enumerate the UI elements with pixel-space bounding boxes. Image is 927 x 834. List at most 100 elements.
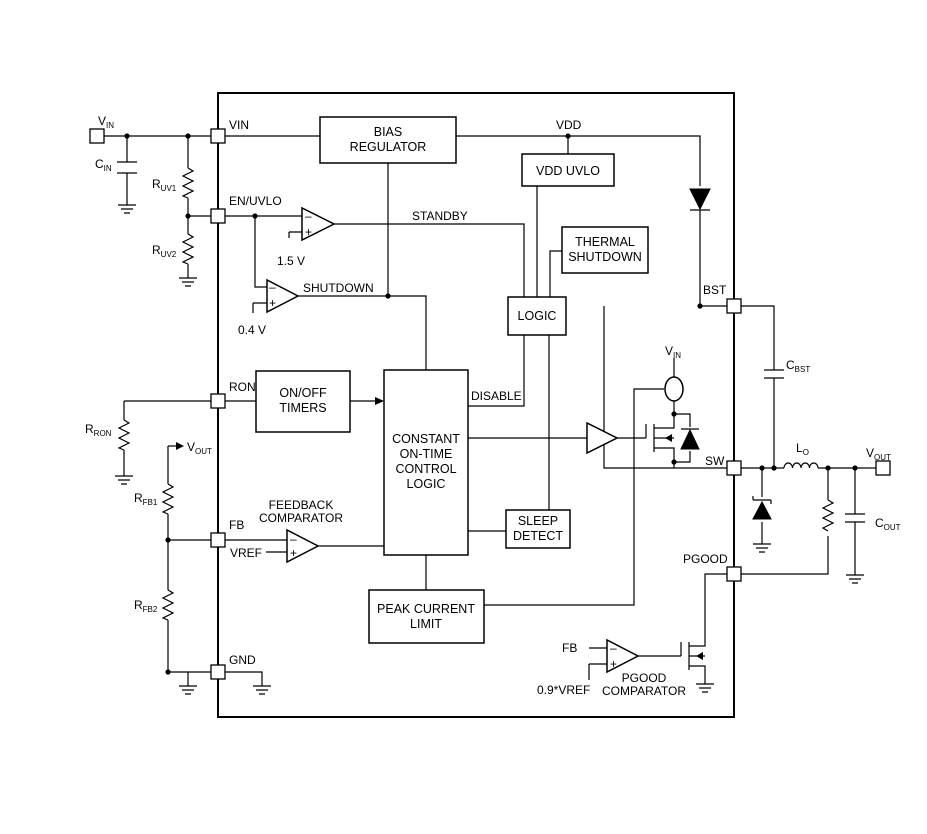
pgood-mosfet [680, 638, 706, 670]
sw-diode [752, 496, 772, 520]
pgood-comparator: – + [606, 638, 640, 674]
cout-capacitor [845, 513, 865, 523]
pgood-ref-label: 0.9*VREF [537, 683, 590, 697]
svg-text:–: – [290, 532, 297, 546]
svg-text:+: + [610, 657, 617, 671]
vref-label: VREF [230, 546, 262, 560]
svg-text:+: + [269, 296, 276, 310]
vdd-label: VDD [556, 118, 582, 132]
vin-terminal [89, 128, 105, 144]
shutdown-label: SHUTDOWN [303, 281, 374, 295]
pgood-fb-label: FB [562, 641, 577, 655]
on-off-timers-block [255, 370, 351, 433]
pin-pgood [726, 566, 742, 582]
pin-gnd [210, 664, 226, 680]
logic-block [507, 296, 567, 336]
feedback-comparator-line1: FEEDBACK [269, 498, 334, 512]
on-off-timers-line2: TIMERS [279, 401, 326, 415]
thermal-shutdown-line1: THERMAL [575, 235, 635, 249]
bias-regulator-line1: BIAS [374, 125, 403, 139]
cout-label: COUT [875, 516, 901, 532]
pgood-pullup-resistor [821, 499, 835, 532]
pin-en-uvlo-label: EN/UVLO [229, 194, 282, 208]
vdd-uvlo-label: VDD UVLO [536, 164, 600, 178]
rfb1-label: RFB1 [134, 491, 158, 507]
sleep-detect-block [505, 509, 571, 549]
on-off-timers-line1: ON/OFF [279, 386, 327, 400]
cot-line4: LOGIC [407, 477, 446, 491]
bias-regulator-block [319, 116, 457, 164]
pgood-comparator-line1: PGOOD [622, 671, 667, 685]
pin-sw-label: SW [705, 454, 725, 468]
svg-text:–: – [269, 280, 276, 294]
cbst-capacitor [764, 369, 784, 379]
cot-line2: ON-TIME [400, 447, 453, 461]
bias-regulator-line2: REGULATOR [350, 140, 427, 154]
svg-text:+: + [290, 546, 297, 560]
pin-sw [726, 460, 742, 476]
bst-diode [689, 188, 711, 211]
feedback-comparator: – + [286, 528, 320, 564]
ruv1-label: RUV1 [152, 177, 177, 193]
vout-fb-label: VOUT [187, 440, 212, 456]
sleep-detect-line2: DETECT [513, 529, 563, 543]
pin-pgood-label: PGOOD [683, 552, 728, 566]
vin-label: VIN [98, 114, 114, 130]
disable-label: DISABLE [471, 389, 522, 403]
cot-control-logic-block [383, 369, 469, 556]
vdd-uvlo-block [521, 153, 615, 187]
standby-label: STANDBY [412, 209, 468, 223]
peak-current-line1: PEAK CURRENT [377, 602, 475, 616]
rron-resistor [117, 419, 131, 451]
standby-comparator: – + [301, 206, 336, 242]
junction-dots [124, 133, 858, 675]
lo-label: LO [796, 441, 809, 457]
cot-line3: CONTROL [395, 462, 456, 476]
pin-en-uvlo [210, 208, 226, 224]
vin-sw-label: VIN [665, 344, 681, 360]
current-sense-element [664, 376, 684, 402]
pin-fb [210, 532, 226, 548]
cbst-label: CBST [786, 358, 810, 374]
peak-current-line2: LIMIT [410, 617, 442, 631]
vout-terminal [875, 460, 891, 476]
rfb1-resistor [161, 483, 175, 515]
pin-gnd-label: GND [229, 653, 256, 667]
ruv2-label: RUV2 [152, 243, 177, 259]
ref-0v4-label: 0.4 V [238, 323, 266, 337]
pins [210, 128, 742, 680]
pin-fb-label: FB [229, 518, 244, 532]
pin-vin [210, 128, 226, 144]
feedback-comparator-line2: COMPARATOR [259, 511, 343, 525]
rfb2-resistor [161, 589, 175, 621]
pin-bst [726, 298, 742, 314]
logic-label: LOGIC [518, 309, 557, 323]
thermal-shutdown-line2: SHUTDOWN [568, 250, 642, 264]
peak-current-limit-block [368, 589, 485, 644]
pin-ron [210, 393, 226, 409]
shutdown-comparator: – + [266, 278, 300, 314]
pin-vin-label: VIN [229, 118, 249, 132]
rfb2-label: RFB2 [134, 598, 158, 614]
sleep-detect-line1: SLEEP [518, 514, 558, 528]
svg-text:–: – [610, 641, 617, 655]
cin-capacitor [117, 161, 137, 174]
wires [104, 135, 864, 695]
pin-ron-label: RON [229, 380, 256, 394]
thermal-shutdown-block [561, 226, 649, 274]
cin-label: CIN [95, 157, 112, 173]
ref-1v5-label: 1.5 V [277, 254, 305, 268]
svg-text:+: + [305, 225, 312, 239]
ruv1-resistor [181, 167, 195, 199]
pgood-comparator-line2: COMPARATOR [602, 684, 686, 698]
vout-label: VOUT [866, 446, 891, 462]
pin-bst-label: BST [703, 283, 727, 297]
cot-line1: CONSTANT [392, 432, 460, 446]
high-side-mosfet [645, 418, 700, 458]
svg-text:–: – [305, 209, 312, 223]
gate-driver-buffer [586, 421, 619, 455]
rron-label: RRON [85, 422, 112, 438]
lo-inductor [783, 462, 819, 469]
ruv2-resistor [181, 233, 195, 265]
